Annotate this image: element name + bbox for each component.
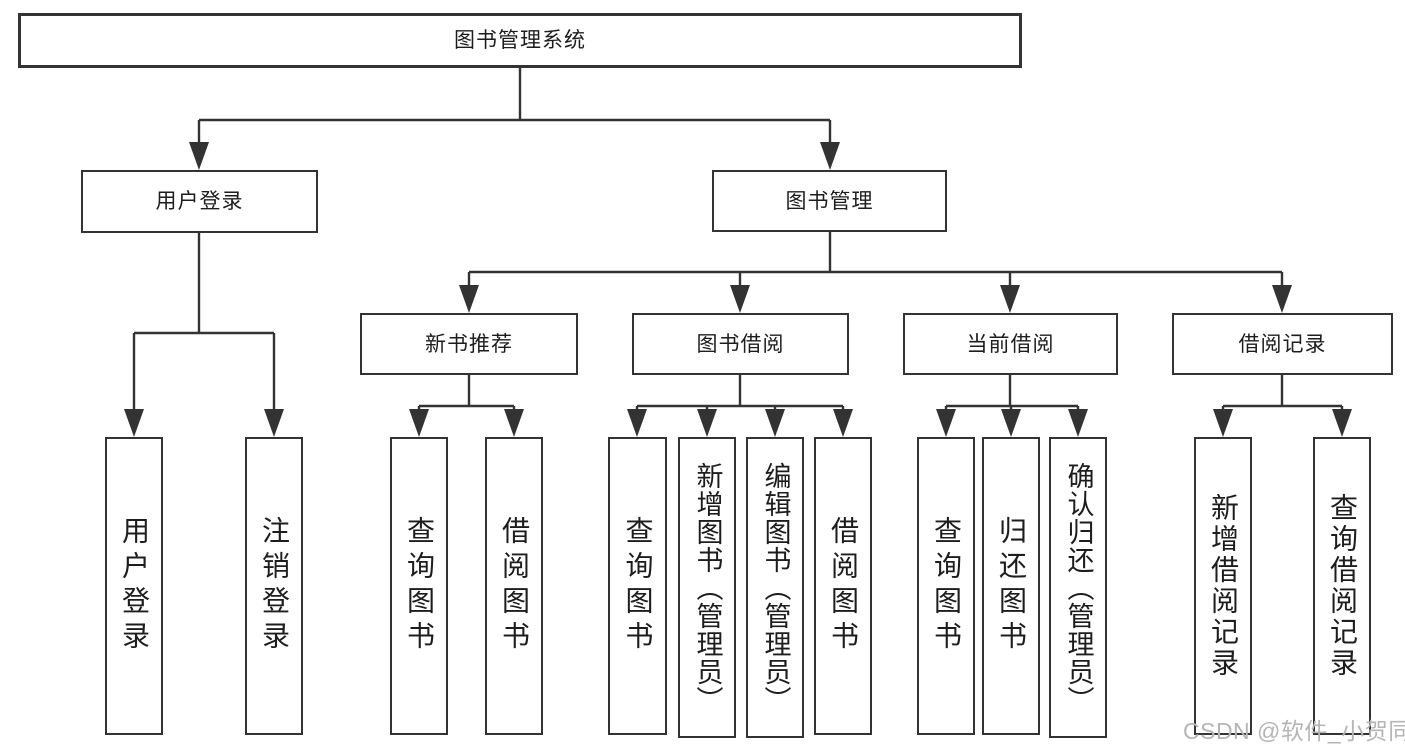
leaf-newbook-borrow-books: 借阅图书	[485, 437, 543, 735]
leaf-records-add-borrow-record: 新增借阅记录	[1194, 437, 1252, 735]
node-library-system-root: 图书管理系统	[18, 13, 1022, 68]
leaf-current-confirm-return-admin: 确认归还（管理员）	[1049, 437, 1107, 738]
node-book-borrowing: 图书借阅	[632, 313, 849, 375]
node-new-book-recommend: 新书推荐	[360, 313, 578, 375]
leaf-newbook-query-books: 查询图书	[390, 437, 448, 735]
leaf-borrowing-edit-books-admin: 编辑图书（管理员）	[746, 437, 804, 738]
watermark: CSDN @软件_小贺同学	[1183, 718, 1405, 744]
leaf-user-login: 用户登录	[105, 437, 163, 735]
node-current-borrowing: 当前借阅	[903, 313, 1118, 375]
leaf-borrowing-query-books: 查询图书	[608, 437, 667, 735]
node-book-management: 图书管理	[712, 170, 947, 232]
leaf-borrowing-add-books-admin: 新增图书（管理员）	[678, 437, 736, 738]
leaf-logout: 注销登录	[245, 437, 303, 735]
node-borrowing-records: 借阅记录	[1172, 313, 1393, 375]
leaf-current-return-books: 归还图书	[982, 437, 1040, 735]
leaf-borrowing-borrow-books: 借阅图书	[814, 437, 872, 735]
leaf-current-query-books: 查询图书	[917, 437, 975, 735]
leaf-records-query-borrow-record: 查询借阅记录	[1313, 437, 1371, 735]
node-user-login: 用户登录	[81, 170, 318, 233]
